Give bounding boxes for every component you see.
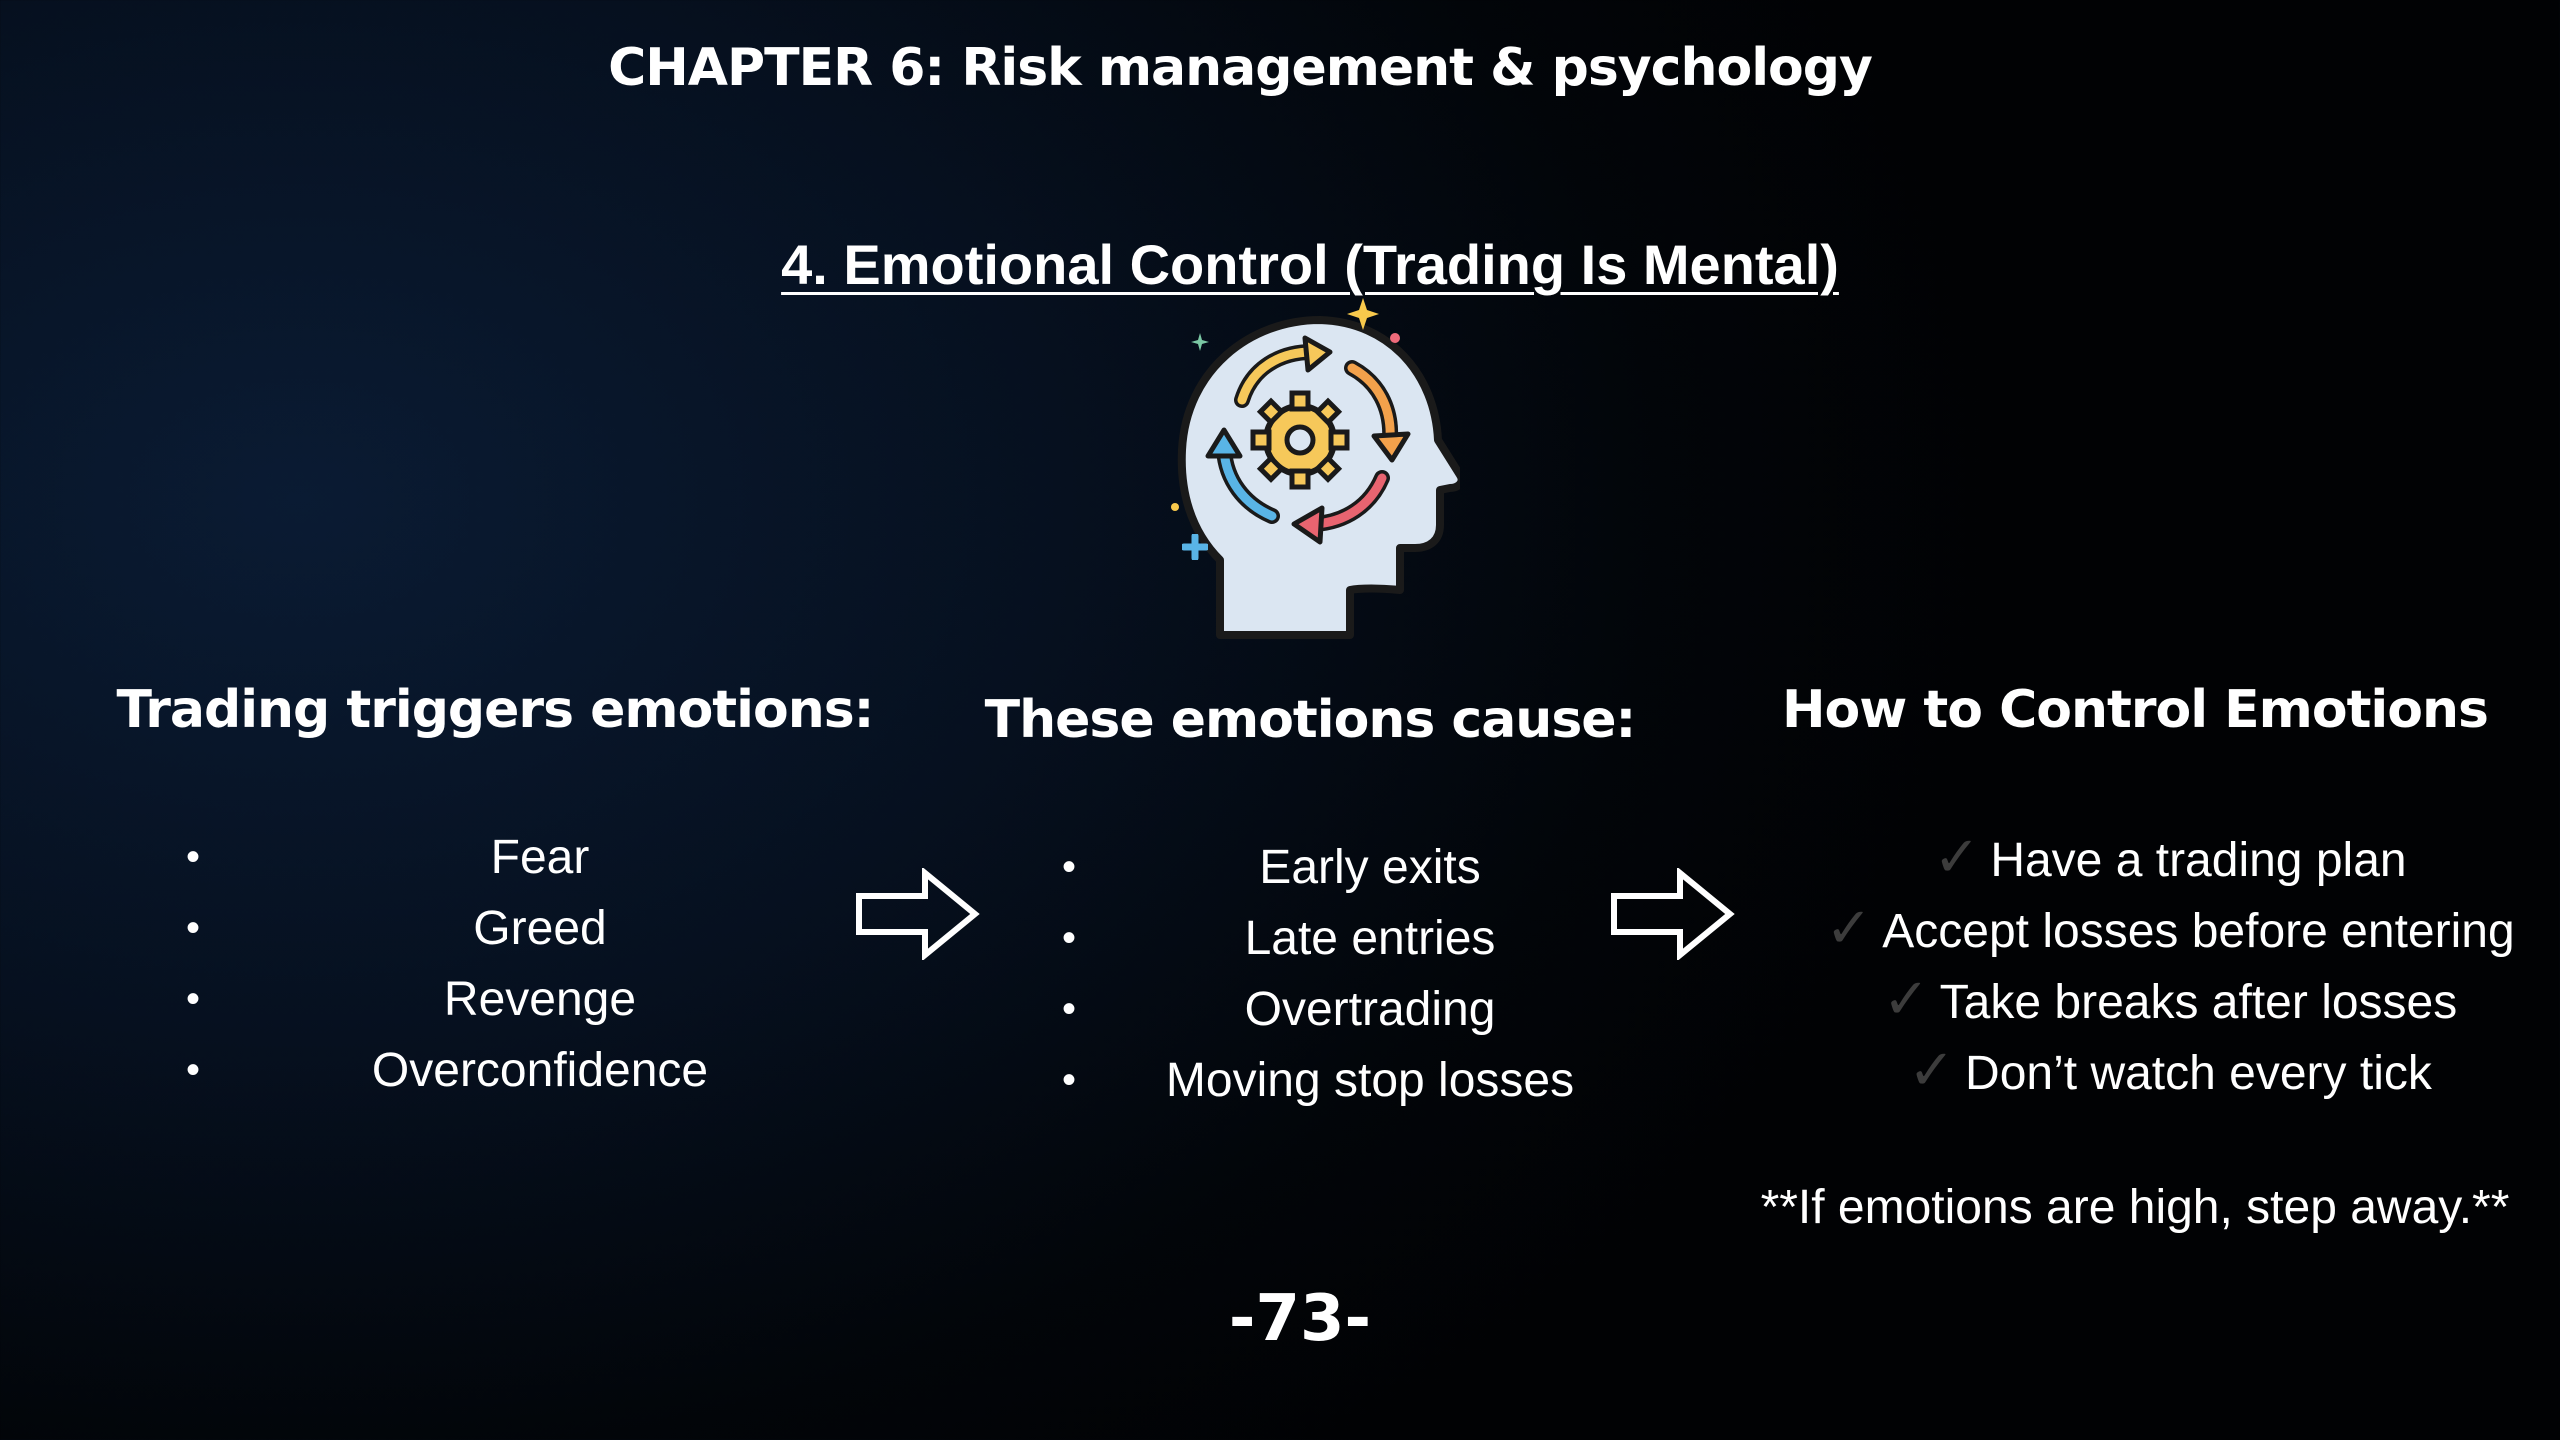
sparkle-icon xyxy=(1347,298,1379,330)
bullet: • xyxy=(186,977,201,1021)
check-icon: ✓ xyxy=(1933,825,1981,890)
list-item: • Overtrading xyxy=(1050,974,1690,1045)
triggers-list: • Fear • Greed • Revenge • Overconfidence xyxy=(180,822,900,1106)
list-item-text: Moving stop losses xyxy=(1165,1054,1575,1107)
causes-list: •Early exits •Late entries •Overtrading … xyxy=(1050,832,1690,1116)
list-item-text: Revenge xyxy=(443,973,637,1026)
dot-icon xyxy=(1171,503,1179,511)
head-gears-icon xyxy=(1177,316,1460,639)
section-title: 4. Emotional Control (Trading Is Mental) xyxy=(781,233,1839,296)
check-icon: ✓ xyxy=(1882,967,1930,1032)
control-list: ✓Have a trading plan ✓Accept losses befo… xyxy=(1740,822,2560,1106)
list-item: • Moving stop losses xyxy=(1050,1045,1690,1116)
bullet: • xyxy=(1062,987,1077,1031)
chapter-title: CHAPTER 6: Risk management & psychology xyxy=(608,38,1873,98)
list-item: • Overconfidence xyxy=(180,1035,900,1106)
list-item-text: Take breaks after losses xyxy=(1939,976,2458,1029)
bullet: • xyxy=(1062,916,1077,960)
right-arrow-icon xyxy=(1611,868,1735,960)
bullet: • xyxy=(186,1048,201,1092)
plus-icon xyxy=(1182,534,1208,560)
dot-icon xyxy=(1390,333,1400,343)
bullet: • xyxy=(1062,845,1077,889)
list-item: • Fear xyxy=(180,822,900,893)
emotion-note: **If emotions are high, step away.** xyxy=(1760,1181,2510,1234)
list-item-text: Don’t watch every tick xyxy=(1965,1047,2432,1100)
list-item: ✓Have a trading plan xyxy=(1740,822,2560,893)
list-item-text: Greed xyxy=(473,902,607,955)
causes-heading: These emotions cause: xyxy=(984,690,1637,750)
list-item-text: Overtrading xyxy=(1244,983,1496,1036)
list-item: ✓Don’t watch every tick xyxy=(1740,1035,2560,1106)
list-item: • Late entries xyxy=(1050,903,1690,974)
check-icon: ✓ xyxy=(1825,896,1873,961)
right-arrow-icon xyxy=(856,868,980,960)
bullet: • xyxy=(186,906,201,950)
list-item: ✓Take breaks after losses xyxy=(1740,964,2560,1035)
list-item: • Greed xyxy=(180,893,900,964)
list-item-text: Accept losses before entering xyxy=(1882,905,2515,958)
sparkle-icon xyxy=(1191,333,1209,351)
bullet: • xyxy=(186,835,201,879)
check-icon: ✓ xyxy=(1908,1038,1956,1103)
bullet: • xyxy=(1062,1058,1077,1102)
control-heading: How to Control Emotions xyxy=(1782,680,2489,740)
list-item-text: Overconfidence xyxy=(371,1044,709,1097)
list-item: • Early exits xyxy=(1050,832,1690,903)
list-item-text: Early exits xyxy=(1259,841,1481,894)
list-item-text: Late entries xyxy=(1244,912,1496,965)
list-item-text: Have a trading plan xyxy=(1990,834,2407,887)
triggers-heading: Trading triggers emotions: xyxy=(116,680,875,740)
list-item: • Revenge xyxy=(180,964,900,1035)
list-item: ✓Accept losses before entering xyxy=(1740,893,2560,964)
page-number: -73- xyxy=(1228,1282,1372,1356)
list-item-text: Fear xyxy=(490,831,590,884)
